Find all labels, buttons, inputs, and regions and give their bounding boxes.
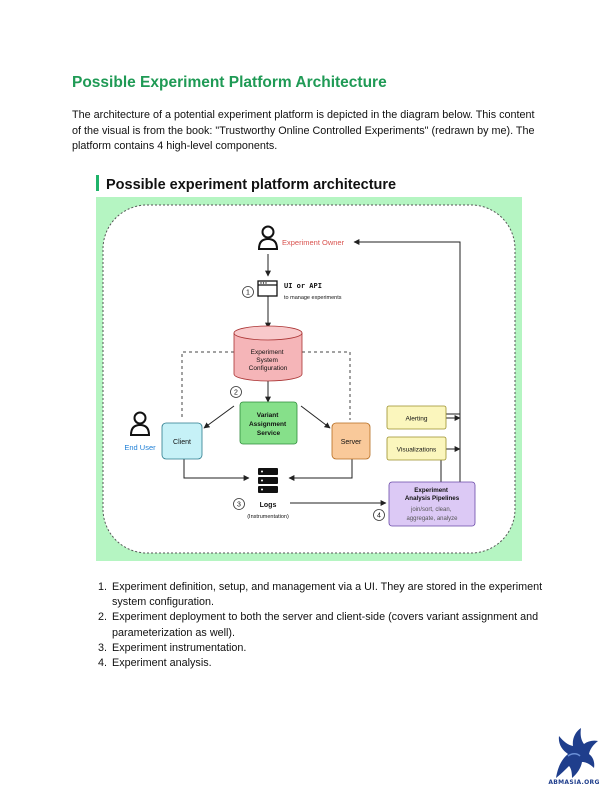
step-marker-2: 2: [230, 386, 242, 398]
list-item: Experiment deployment to both the server…: [110, 610, 560, 640]
config-database: [233, 325, 303, 382]
analysis-pipelines-sublabel: join/sort, clean, aggregate, analyze: [406, 507, 458, 522]
variant-assignment-label: Variant Assignment Service: [249, 412, 288, 437]
page-heading: Possible Experiment Platform Architectur…: [72, 74, 387, 91]
logo-text: ABMASIA.ORG: [548, 779, 600, 786]
diagram-title: Possible experiment platform architectur…: [106, 177, 396, 193]
intro-paragraph: The architecture of a potential experime…: [72, 109, 535, 152]
list-item: Experiment analysis.: [110, 656, 560, 671]
visualizations-label: Visualizations: [397, 447, 437, 454]
svg-text:3: 3: [237, 502, 241, 509]
logs-label: Logs: [260, 502, 277, 509]
server-box: [331, 422, 371, 460]
variant-assignment-box: [239, 401, 298, 445]
list-item: Experiment instrumentation.: [110, 641, 560, 656]
browser-window-icon: [257, 280, 278, 297]
analysis-pipelines-box: [388, 481, 476, 527]
ui-api-sublabel: to manage experiments: [284, 295, 342, 301]
diagram-title-accent: [96, 175, 99, 191]
step-marker-3: 3: [233, 498, 245, 510]
server-label: Server: [341, 439, 362, 446]
step-marker-4: 4: [373, 509, 385, 521]
svg-text:2: 2: [234, 390, 238, 397]
diagram-dashed-links: [181, 351, 351, 420]
step-marker-1: 1: [242, 286, 254, 298]
ui-api-label: UI or API: [284, 282, 322, 290]
client-box: [161, 422, 203, 460]
alerting-box: [386, 405, 447, 430]
client-label: Client: [173, 439, 191, 446]
analysis-pipelines-label: Experiment Analysis Pipelines: [405, 487, 460, 502]
alerting-label: Alerting: [405, 416, 427, 423]
diagram-output-arrows: [446, 415, 461, 452]
diagram-arrows: [183, 239, 461, 506]
experiment-owner-label: Experiment Owner: [282, 238, 345, 247]
svg-text:4: 4: [377, 513, 381, 520]
logs-sublabel: (Instrumentation): [247, 514, 289, 520]
svg-text:1: 1: [246, 290, 250, 297]
end-user-label: End User: [124, 443, 156, 452]
logs-server-icon: [258, 468, 278, 493]
architecture-diagram: Possible experiment platform architectur…: [96, 175, 522, 561]
end-user-icon: [129, 411, 151, 436]
dragon-logo: [556, 728, 598, 778]
visualizations-box: [386, 436, 447, 461]
diagram-inner-border: [102, 204, 516, 554]
config-label: Experiment System Configuration: [249, 349, 288, 372]
list-item: Experiment definition, setup, and manage…: [110, 580, 560, 610]
experiment-owner-icon: [257, 225, 279, 250]
components-list: Experiment definition, setup, and manage…: [90, 580, 560, 671]
